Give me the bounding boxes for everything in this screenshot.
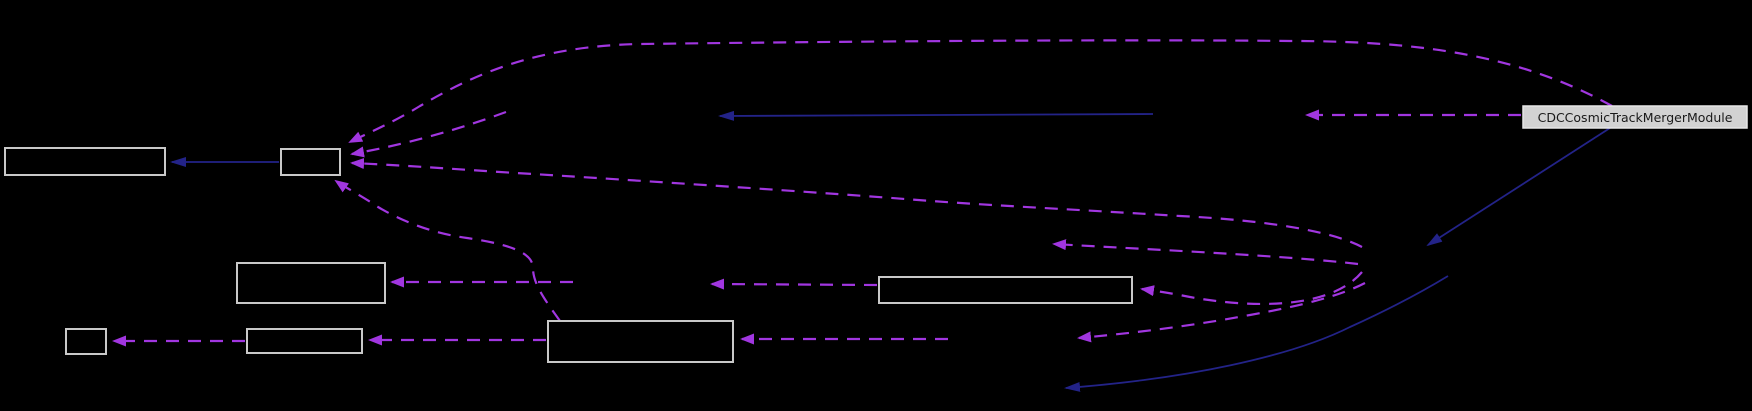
- usage-edge-fan-to-hidden-lower: [1077, 282, 1366, 343]
- usage-edge-main-to-hub-top-arc: [348, 39, 1613, 143]
- main-node-label: CDCCosmicTrackMergerModule: [1538, 110, 1733, 125]
- main-node-rect[interactable]: [1522, 105, 1748, 129]
- inherit-edge-hidden-horizontal: [718, 110, 1154, 121]
- node-box-small-square[interactable]: [65, 328, 107, 355]
- usage-edge-fan-to-hub-long: [350, 158, 1363, 248]
- inherit-edge-main-to-fan: [1426, 127, 1611, 247]
- usage-edge-widebox-to-hidden: [710, 278, 878, 290]
- node-box-hub[interactable]: [280, 148, 341, 176]
- usage-edge-hidden-to-hub-diagonal: [350, 110, 507, 158]
- main-node[interactable]: CDCCosmicTrackMergerModule: [1522, 105, 1748, 129]
- node-box-bottom-middle[interactable]: [246, 328, 363, 354]
- inherit-edge-fan-to-hidden-bottom: [1064, 275, 1449, 392]
- usage-edge-fan-to-widebox: [1140, 271, 1363, 306]
- node-box-middle-left[interactable]: [236, 262, 386, 304]
- usage-edge-bigbox-to-hub: [334, 179, 561, 322]
- node-box-wide-middle[interactable]: [878, 276, 1133, 304]
- node-box-top-left[interactable]: [4, 147, 166, 176]
- usage-edge-fan-to-hidden-upper: [1052, 239, 1359, 266]
- node-box-bottom-big[interactable]: [547, 320, 734, 363]
